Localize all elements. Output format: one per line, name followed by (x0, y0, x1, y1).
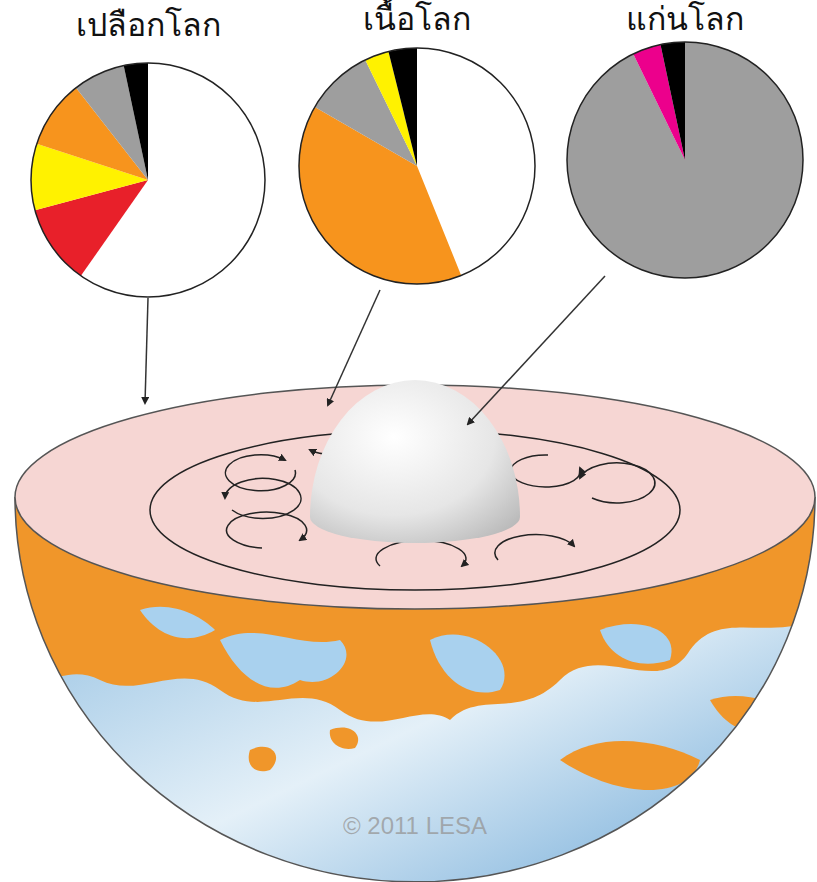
pie-chart: แก่นโลก (561, 0, 809, 284)
layer-heading: แก่นโลก (561, 0, 809, 38)
pie-circle (561, 36, 809, 284)
pie-chart: เปลือกโลก (25, 6, 271, 303)
pie-circle (293, 42, 541, 290)
layer-heading: เนื้อโลก (293, 0, 541, 38)
layer-heading: เปลือกโลก (25, 6, 271, 44)
pie-circle (25, 57, 271, 303)
pie-chart: เนื้อโลก (293, 0, 541, 290)
watermark: © 2011 LESA (343, 812, 487, 840)
